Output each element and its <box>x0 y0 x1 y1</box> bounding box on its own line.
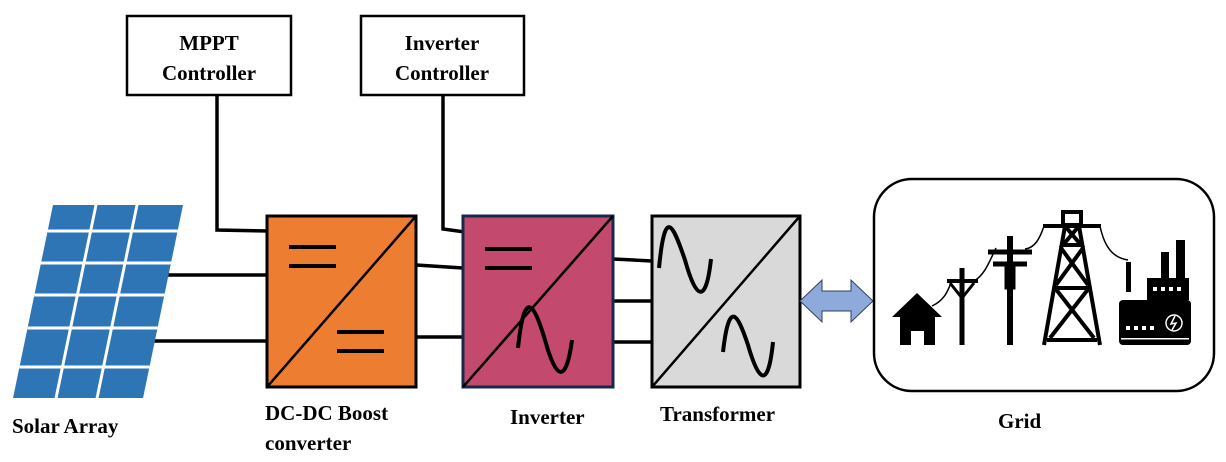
utility-pole-icon <box>931 225 1129 345</box>
dc-dc-converter-block <box>265 214 418 389</box>
mppt-controller-box: MPPT Controller <box>125 14 293 97</box>
inverter-controller-box: Inverter Controller <box>359 14 526 97</box>
house-icon <box>892 293 942 345</box>
ac-ac-symbol-icon <box>657 225 775 378</box>
dc-dc-symbol-icon <box>289 245 384 353</box>
bidirectional-arrow-icon <box>799 278 874 324</box>
inverter-block <box>461 214 615 389</box>
transformer-block <box>650 214 802 389</box>
transmission-tower-icon <box>1042 210 1102 346</box>
dc-ac-symbol-icon <box>485 247 574 374</box>
mppt-label: MPPT <box>179 31 238 55</box>
transformer-label: Transformer <box>660 402 775 426</box>
dc-dc-label: DC-DC Boost <box>265 401 388 425</box>
solar-panel-icon <box>13 205 183 398</box>
inverter-label: Inverter <box>510 405 585 429</box>
inverter-controller-label: Inverter <box>405 31 480 55</box>
dc-dc-label-2: converter <box>265 431 351 455</box>
grid-box <box>872 177 1216 393</box>
solar-array-label: Solar Array <box>12 414 119 438</box>
wires <box>150 95 653 344</box>
inverter-controller-label-2: Controller <box>395 61 489 85</box>
grid-label: Grid <box>998 409 1041 433</box>
power-plant-icon <box>1119 240 1191 345</box>
mppt-label-2: Controller <box>162 61 256 85</box>
